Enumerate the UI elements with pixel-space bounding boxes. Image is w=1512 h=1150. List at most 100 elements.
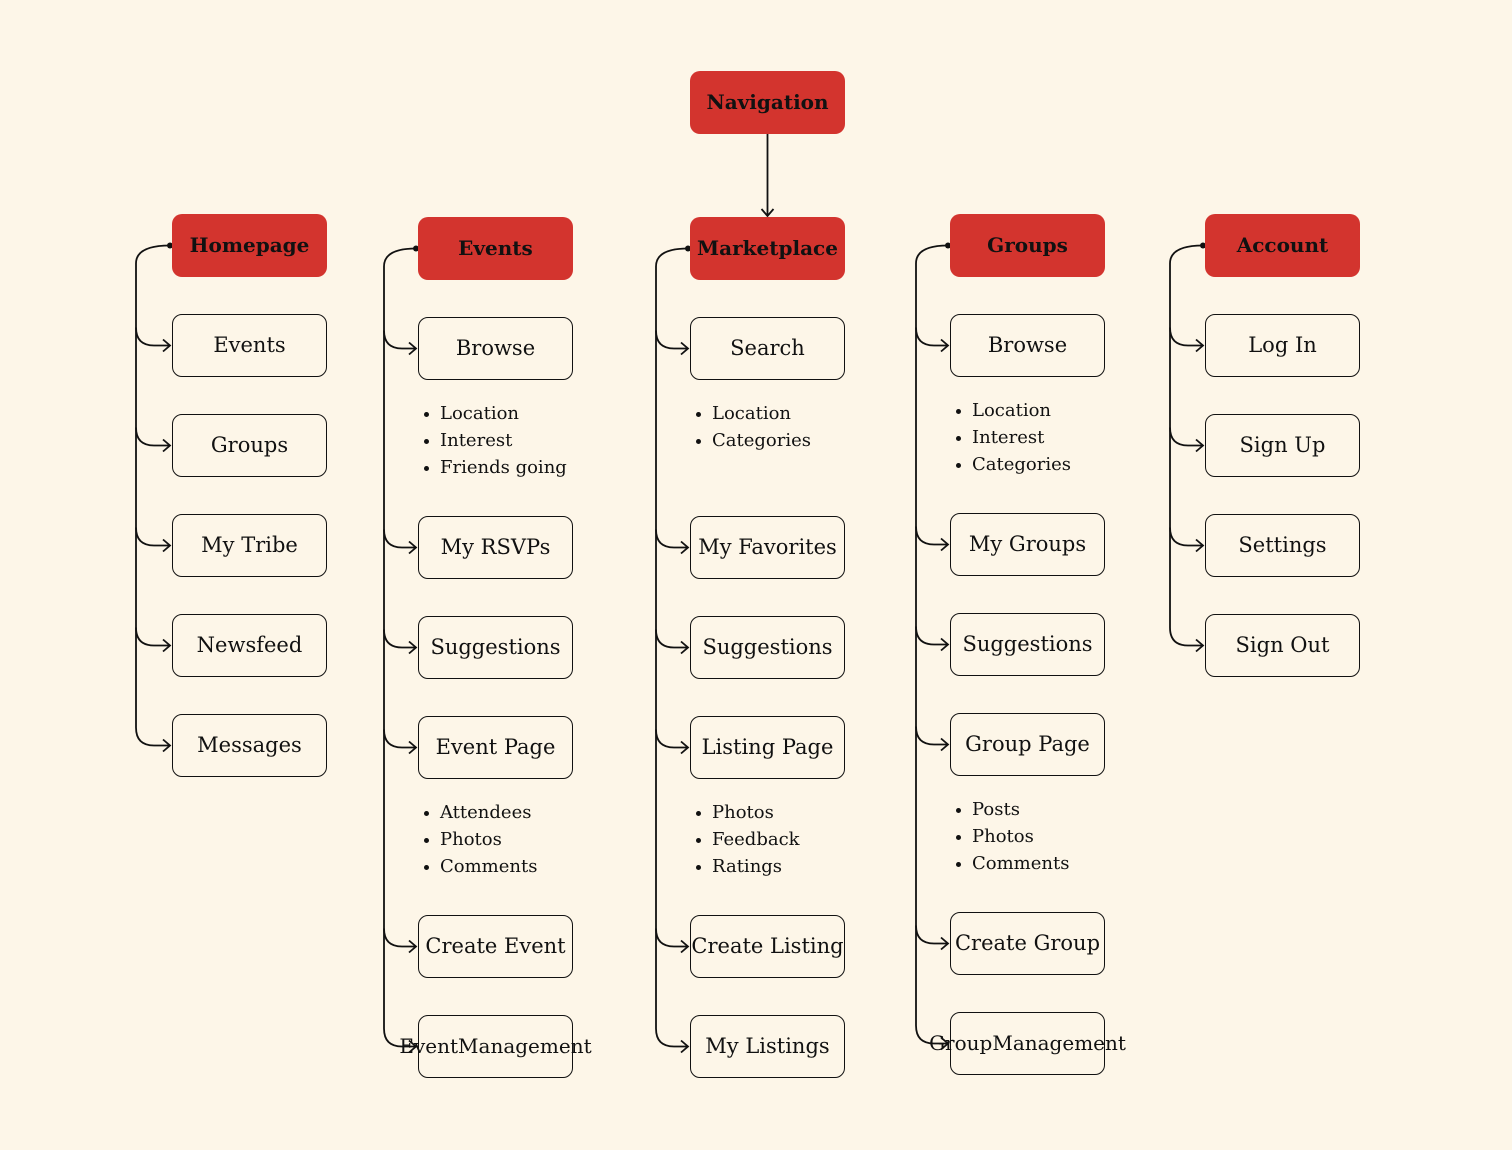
connector-branch — [655, 928, 688, 948]
bullet-item: Categories — [692, 427, 811, 454]
connector-branch — [135, 427, 170, 447]
connector-branch — [655, 629, 688, 649]
connector-branch — [383, 729, 416, 749]
connector-branch — [915, 626, 948, 646]
bullet-item: Location — [952, 397, 1071, 424]
bullet-item: Comments — [420, 853, 537, 880]
bullet-item: Posts — [952, 796, 1069, 823]
navigation-root-node[interactable]: Navigation — [690, 71, 845, 134]
groups-node-browse[interactable]: Browse — [950, 314, 1105, 377]
groups-node-create-group[interactable]: Create Group — [950, 912, 1105, 975]
column-header-events[interactable]: Events — [418, 217, 573, 280]
events-node-suggestions[interactable]: Suggestions — [418, 616, 573, 679]
connector-branch — [1169, 627, 1203, 647]
connector-marketplace — [655, 245, 691, 1054]
bullet-item: Categories — [952, 451, 1071, 478]
connector-trunk — [383, 247, 417, 1029]
connector-arrowhead — [940, 537, 950, 552]
connector-account — [1169, 242, 1206, 653]
bullet-item: Location — [692, 400, 811, 427]
column-header-homepage[interactable]: Homepage — [172, 214, 327, 277]
node-label-line: Management — [992, 1031, 1126, 1055]
bullet-item: Feedback — [692, 826, 800, 853]
bullet-item: Photos — [952, 823, 1069, 850]
events-node-my-rsvps[interactable]: My RSVPs — [418, 516, 573, 579]
connector-arrowhead — [680, 1039, 690, 1054]
connector-arrowhead — [680, 740, 690, 755]
homepage-node-my-tribe[interactable]: My Tribe — [172, 514, 327, 577]
bullet-item: Friends going — [420, 454, 567, 481]
connector-trunk — [655, 247, 689, 1029]
connector-branch — [915, 925, 948, 945]
connector-branch — [135, 327, 170, 347]
homepage-node-newsfeed[interactable]: Newsfeed — [172, 614, 327, 677]
connector-trunk — [135, 244, 171, 728]
connector-arrowhead — [940, 737, 950, 752]
connector-groups — [915, 242, 951, 1051]
connector-arrowhead — [162, 438, 172, 453]
node-label-line: Management — [458, 1034, 592, 1058]
node-label-line: Group — [929, 1031, 993, 1055]
connector-branch — [135, 727, 170, 747]
groups-node-group-page[interactable]: Group Page — [950, 713, 1105, 776]
connector-branch — [655, 330, 688, 350]
connector-arrowhead — [1195, 338, 1205, 353]
connector-branch — [383, 330, 416, 350]
connector-arrowhead — [162, 638, 172, 653]
connector-arrowhead — [408, 740, 418, 755]
bullet-item: Attendees — [420, 799, 537, 826]
root-connector — [760, 134, 775, 218]
connector-branch — [655, 729, 688, 749]
marketplace-node-my-favorites[interactable]: My Favorites — [690, 516, 845, 579]
column-header-marketplace[interactable]: Marketplace — [690, 217, 845, 280]
column-header-groups[interactable]: Groups — [950, 214, 1105, 277]
connector-branch — [915, 726, 948, 746]
connector-trunk — [1169, 244, 1204, 628]
account-node-log-in[interactable]: Log In — [1205, 314, 1360, 377]
account-node-settings[interactable]: Settings — [1205, 514, 1360, 577]
homepage-node-messages[interactable]: Messages — [172, 714, 327, 777]
column-header-account[interactable]: Account — [1205, 214, 1360, 277]
connector-arrowhead — [940, 936, 950, 951]
marketplace-node-suggestions[interactable]: Suggestions — [690, 616, 845, 679]
marketplace-node-search[interactable]: Search — [690, 317, 845, 380]
connector-arrowhead — [680, 939, 690, 954]
connector-branch — [1169, 527, 1203, 547]
events-node-browse[interactable]: Browse — [418, 317, 573, 380]
groups-node-suggestions[interactable]: Suggestions — [950, 613, 1105, 676]
connector-branch — [135, 527, 170, 547]
connector-arrowhead — [1195, 538, 1205, 553]
connector-branch — [1169, 427, 1203, 447]
connector-branch — [383, 928, 416, 948]
connector-arrowhead — [1195, 638, 1205, 653]
account-node-sign-out[interactable]: Sign Out — [1205, 614, 1360, 677]
connector-arrowhead — [162, 538, 172, 553]
connector-trunk — [915, 244, 949, 1026]
marketplace-node-create-listing[interactable]: Create Listing — [690, 915, 845, 978]
connector-arrowhead — [680, 640, 690, 655]
bullet-item: Location — [420, 400, 567, 427]
marketplace-node-listing-page[interactable]: Listing Page — [690, 716, 845, 779]
events-node-event-page[interactable]: Event Page — [418, 716, 573, 779]
groups-node-my-groups[interactable]: My Groups — [950, 513, 1105, 576]
bullet-item: Photos — [420, 826, 537, 853]
connector-branch — [1169, 327, 1203, 347]
connector-branch — [383, 529, 416, 549]
homepage-node-events[interactable]: Events — [172, 314, 327, 377]
connector-events — [383, 245, 419, 1054]
marketplace-node-my-listings[interactable]: My Listings — [690, 1015, 845, 1078]
homepage-node-groups[interactable]: Groups — [172, 414, 327, 477]
events-node-create-event[interactable]: Create Event — [418, 915, 573, 978]
connector-arrowhead — [1195, 438, 1205, 453]
bullet-item: Interest — [952, 424, 1071, 451]
connector-arrowhead — [162, 738, 172, 753]
account-node-sign-up[interactable]: Sign Up — [1205, 414, 1360, 477]
bullet-item: Photos — [692, 799, 800, 826]
